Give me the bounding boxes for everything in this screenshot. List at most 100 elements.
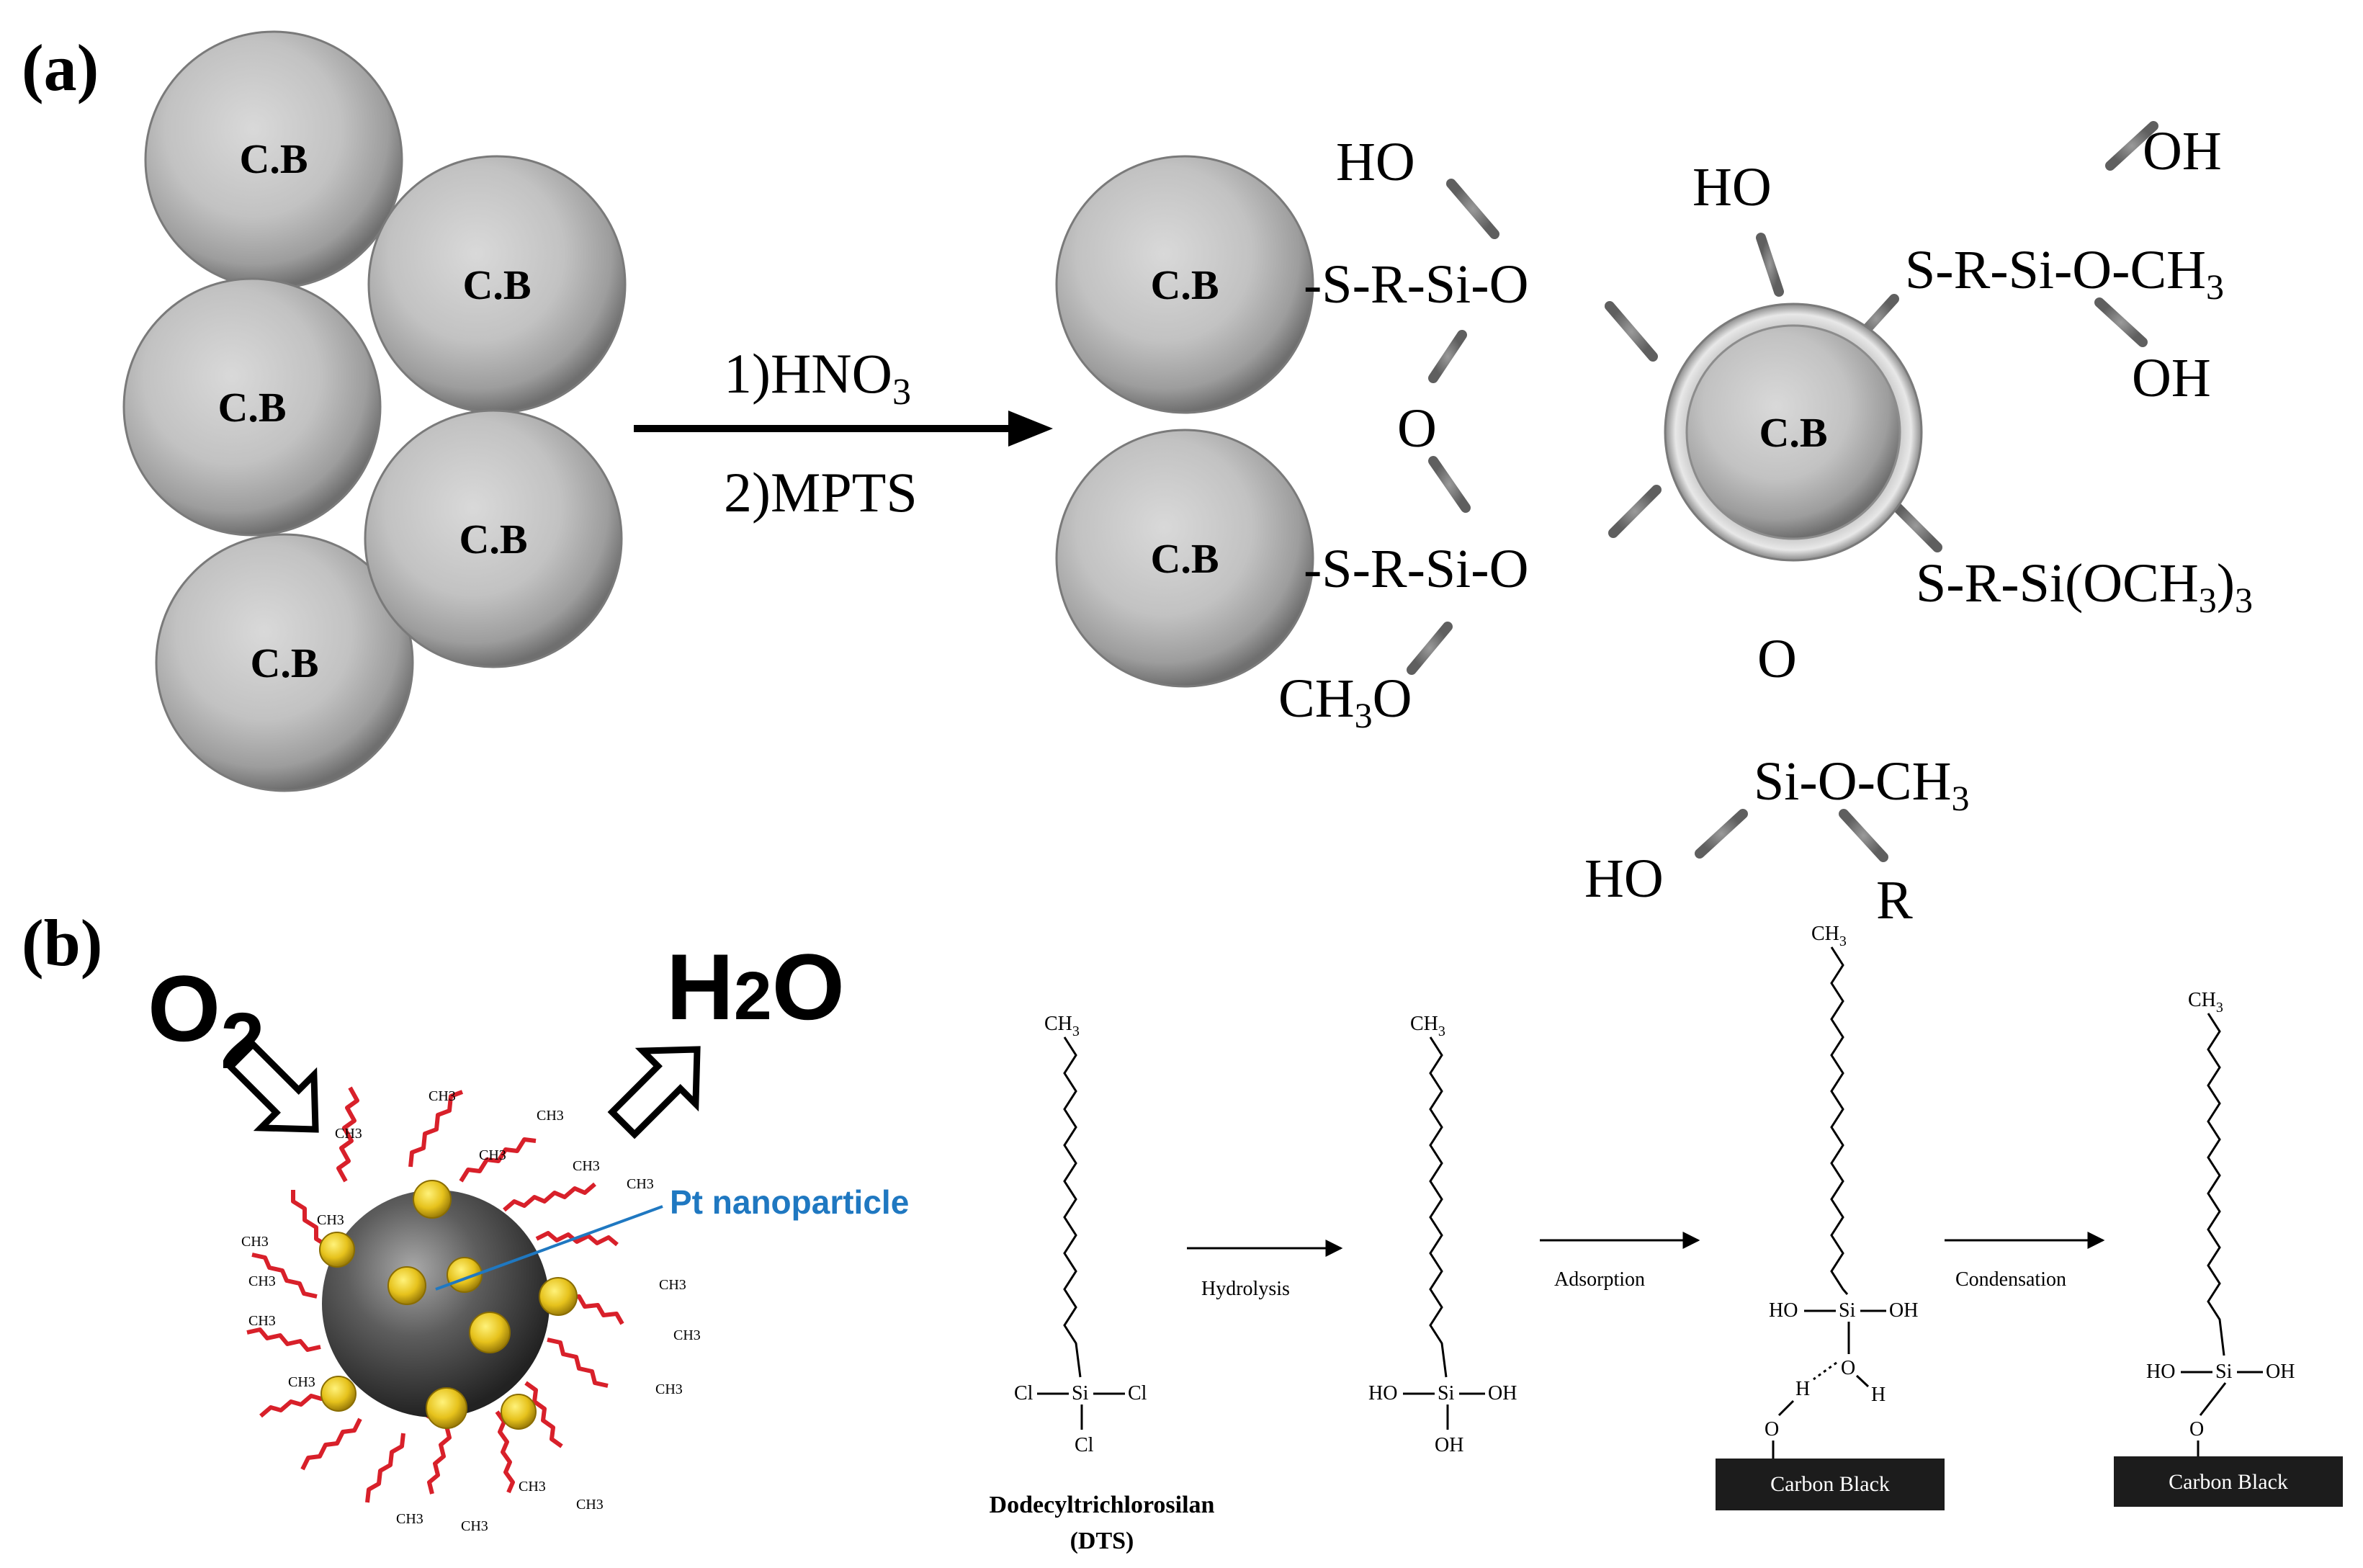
cb-label: C.B bbox=[218, 384, 286, 431]
svg-text:Cl: Cl bbox=[1014, 1382, 1033, 1405]
svg-text:HO: HO bbox=[2146, 1361, 2175, 1383]
svg-text:CH3: CH3 bbox=[576, 1497, 604, 1513]
svg-text:CH3: CH3 bbox=[429, 1088, 456, 1104]
ch3-label: CH3 bbox=[1811, 923, 1847, 949]
svg-text:H: H bbox=[1795, 1378, 1810, 1400]
dts-abbr: (DTS) bbox=[1070, 1528, 1134, 1554]
svg-text:Cl: Cl bbox=[1128, 1382, 1147, 1405]
svg-text:CH3: CH3 bbox=[627, 1176, 654, 1192]
svg-text:OH: OH bbox=[1488, 1382, 1517, 1405]
svg-text:CH3: CH3 bbox=[479, 1147, 506, 1163]
carbon-black-label: Carbon Black bbox=[1770, 1472, 1890, 1496]
svg-text:OH: OH bbox=[2266, 1361, 2295, 1383]
reaction-arrow: 1)HNO3 2)MPTS bbox=[634, 342, 1053, 524]
svg-text:CH3: CH3 bbox=[519, 1479, 546, 1495]
r-bottom: R bbox=[1876, 870, 1913, 931]
svg-text:Cl: Cl bbox=[1075, 1434, 1094, 1456]
oh-right: OH bbox=[2132, 348, 2211, 408]
molecule-hydrolyzed: CH3 Si HO OH OH bbox=[1368, 1013, 1517, 1456]
functionalized-sphere: CH3 CH3 CH3 CH3 CH3 CH3 CH3 CH3 CH3 CH3 … bbox=[241, 1086, 701, 1534]
svg-text:Si: Si bbox=[2215, 1361, 2233, 1383]
ch3-labels-small: CH3 CH3 CH3 CH3 CH3 CH3 CH3 CH3 CH3 CH3 … bbox=[241, 1088, 701, 1534]
cb-label: C.B bbox=[459, 516, 527, 563]
alkyl-chain bbox=[1830, 946, 1849, 1295]
chain-mid-left: -S-R-Si-O bbox=[1304, 539, 1528, 599]
ch3-label: CH3 bbox=[1044, 1013, 1080, 1039]
step-adsorption: Adsorption bbox=[1554, 1268, 1645, 1291]
svg-text:O: O bbox=[1765, 1418, 1779, 1441]
svg-text:CH3: CH3 bbox=[655, 1381, 683, 1397]
svg-text:HO: HO bbox=[1769, 1299, 1798, 1322]
svg-text:CH3: CH3 bbox=[248, 1313, 276, 1329]
reagent-2: 2)MPTS bbox=[724, 461, 918, 524]
carbon-black-box bbox=[1716, 1459, 1945, 1510]
svg-text:O: O bbox=[1841, 1357, 1855, 1379]
svg-text:HO: HO bbox=[1368, 1382, 1397, 1405]
cb-label: C.B bbox=[1150, 261, 1219, 308]
cb-particle: C.B bbox=[1055, 155, 1314, 414]
ho-bottom: HO bbox=[1584, 848, 1664, 909]
h2o-label: H2O bbox=[666, 934, 845, 1039]
panel-b-label: (b) bbox=[22, 906, 102, 980]
alkyl-chain bbox=[2207, 1013, 2225, 1356]
carbon-black-label: Carbon Black bbox=[2169, 1470, 2288, 1494]
inflow-arrow-icon bbox=[225, 1039, 319, 1133]
svg-text:CH3: CH3 bbox=[241, 1234, 269, 1250]
dts-name: Dodecyltrichlorosilan bbox=[990, 1492, 1215, 1518]
carbon-black-box bbox=[2114, 1456, 2343, 1507]
svg-text:CH3: CH3 bbox=[461, 1518, 488, 1534]
svg-text:O: O bbox=[2189, 1418, 2204, 1441]
chain-top-left: -S-R-Si-O bbox=[1304, 254, 1528, 315]
cb-particle-functionalized: C.B bbox=[1664, 303, 1923, 562]
svg-text:CH3: CH3 bbox=[659, 1277, 686, 1293]
reaction-scheme: CH3 Si Cl Cl Cl Dodecyltrichlorosilan (D… bbox=[990, 923, 2343, 1554]
pt-nanoparticle-label: Pt nanoparticle bbox=[670, 1183, 909, 1221]
o-bottom: O bbox=[1757, 629, 1797, 689]
oh-top-right: OH bbox=[2143, 121, 2222, 182]
alkyl-chain bbox=[1429, 1036, 1448, 1378]
panel-a-label: (a) bbox=[22, 31, 99, 104]
cb-label: C.B bbox=[1150, 535, 1219, 582]
ch3-label: CH3 bbox=[1410, 1013, 1445, 1039]
step-hydrolysis: Hydrolysis bbox=[1201, 1278, 1290, 1300]
si-bottom: Si-O-CH3 bbox=[1754, 751, 1969, 818]
ho-top-center: HO bbox=[1692, 157, 1772, 218]
cb-particle: C.B bbox=[122, 277, 382, 537]
svg-text:OH: OH bbox=[1435, 1434, 1463, 1456]
cb-particle: C.B bbox=[1055, 429, 1314, 688]
cb-label: C.B bbox=[239, 135, 308, 182]
ho-top-left: HO bbox=[1336, 132, 1415, 192]
svg-text:Si: Si bbox=[1072, 1382, 1089, 1405]
cb-particle: C.B bbox=[364, 409, 623, 668]
product-structure: C.B C.B C.B HO -S-R-Si-O O -S-R-Si-O CH3… bbox=[1055, 121, 2253, 931]
svg-text:CH3: CH3 bbox=[335, 1126, 362, 1142]
cb-label: C.B bbox=[1759, 409, 1827, 456]
bridge-o: O bbox=[1397, 398, 1437, 459]
svg-text:Si: Si bbox=[1438, 1382, 1455, 1405]
cb-particle: C.B bbox=[367, 155, 627, 414]
outflow-arrow-icon bbox=[607, 1046, 701, 1139]
svg-text:H: H bbox=[1871, 1384, 1886, 1406]
ch3-label: CH3 bbox=[2188, 989, 2223, 1016]
sphere-icon bbox=[322, 1190, 550, 1417]
cb-label: C.B bbox=[462, 261, 531, 308]
svg-text:CH3: CH3 bbox=[288, 1374, 315, 1390]
pt-pointer-line bbox=[435, 1205, 663, 1291]
cb-particle: C.B bbox=[144, 30, 403, 290]
svg-text:CH3: CH3 bbox=[573, 1158, 600, 1174]
reagent-1: 1)HNO3 bbox=[724, 342, 911, 413]
cb-cluster: C.B C.B C.B C.B C.B bbox=[122, 30, 627, 792]
svg-text:Si: Si bbox=[1839, 1299, 1856, 1322]
chain-right: S-R-Si(OCH3)3 bbox=[1916, 553, 2253, 620]
molecule-dts: CH3 Si Cl Cl Cl Dodecyltrichlorosilan (D… bbox=[990, 1013, 1215, 1554]
molecule-adsorbed: CH3 Si HO OH O H H O Carbon Black bbox=[1716, 923, 1945, 1510]
pt-nanoparticles bbox=[319, 1180, 578, 1430]
svg-text:CH3: CH3 bbox=[317, 1212, 344, 1228]
svg-text:CH3: CH3 bbox=[673, 1327, 701, 1343]
svg-text:CH3: CH3 bbox=[248, 1273, 276, 1289]
alkyl-chain bbox=[1063, 1036, 1082, 1378]
ch3o-left: CH3O bbox=[1278, 668, 1412, 735]
cb-particle: C.B bbox=[155, 533, 414, 792]
step-condensation: Condensation bbox=[1955, 1268, 2066, 1291]
